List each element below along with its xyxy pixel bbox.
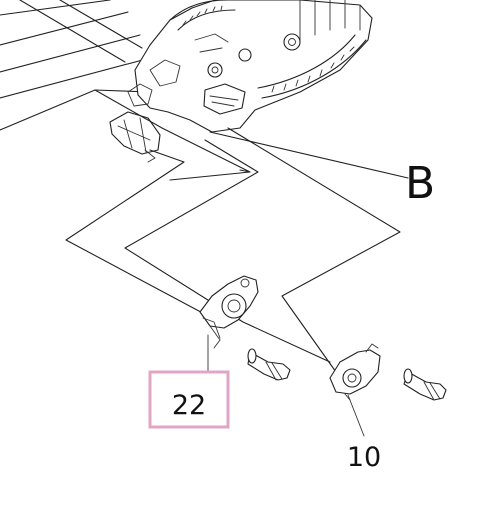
part-number-22: 22 — [172, 390, 206, 421]
view-label-b: B — [405, 158, 435, 209]
part-22-screw — [247, 348, 291, 381]
part-22-bracket — [199, 275, 259, 349]
leader-10 — [347, 394, 365, 437]
upper-assembly — [0, 0, 373, 163]
part-10-screw — [403, 368, 447, 401]
part-10-latch — [329, 343, 381, 401]
part-22-highlight-box — [148, 370, 230, 429]
part-number-10: 10 — [347, 442, 381, 473]
leader-lines — [65, 89, 409, 373]
